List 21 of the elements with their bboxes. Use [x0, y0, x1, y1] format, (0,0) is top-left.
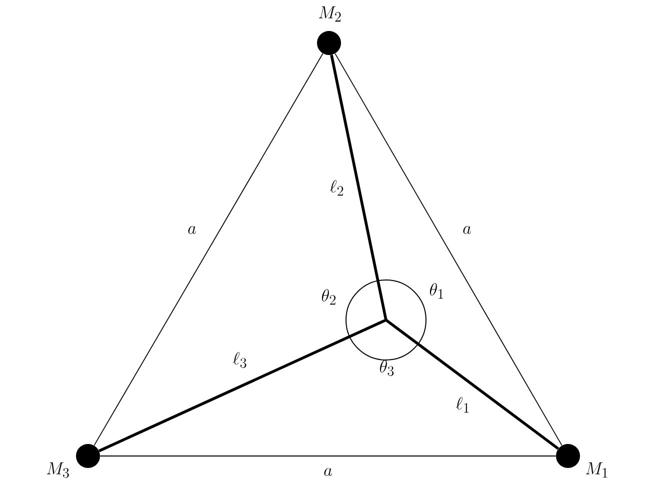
thick-line	[330, 54, 388, 320]
edge-label: $a$	[463, 226, 471, 234]
line	[94, 53, 324, 446]
edge-label: $\ell_1$	[456, 397, 469, 413]
mass-label: $M_2$	[318, 6, 341, 22]
angle-label: $\theta_3$	[380, 360, 394, 376]
thick-line	[98, 318, 387, 452]
mass-dot	[76, 444, 100, 468]
angle-label: $\theta_1$	[430, 283, 444, 299]
mass-dot	[317, 31, 341, 55]
mass-label: $M_3$	[46, 462, 69, 478]
edge-label: $\ell_2$	[330, 180, 344, 196]
edge-label: $\ell_3$	[232, 352, 246, 368]
mass-label: $M_1$	[586, 462, 608, 478]
mass-dot	[556, 444, 580, 468]
angle-circle	[346, 280, 426, 360]
angle-label: $\theta_2$	[322, 289, 336, 305]
edge-label: $a$	[324, 468, 332, 476]
thick-line	[385, 318, 560, 450]
line	[334, 53, 562, 446]
edge-label: $a$	[188, 226, 196, 234]
